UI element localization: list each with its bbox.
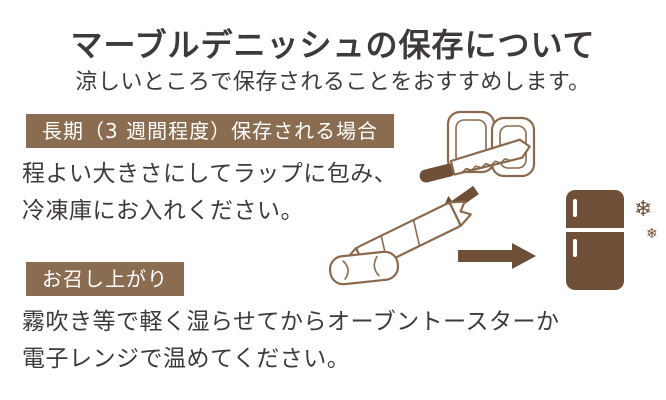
- long-term-storage-badge: 長期（3 週間程度）保存される場合: [26, 114, 395, 148]
- page-title: マーブルデニッシュの保存について: [70, 26, 596, 64]
- arrow-right-icon: [458, 243, 536, 269]
- storage-illustration: ❄ ❄: [328, 110, 658, 290]
- knife-icon: [419, 138, 531, 183]
- bread-slicing-icon: [419, 110, 536, 183]
- serving-line1: 霧吹き等で軽く湿らせてからオーブントースターか: [22, 309, 560, 335]
- snowflake-icon: ❄: [634, 197, 652, 222]
- page-subtitle: 涼しいところで保存されることをおすすめします。: [75, 70, 591, 95]
- serving-line2: 電子レンジで温めてください。: [22, 346, 351, 372]
- snowflake-icon-small: ❄: [646, 226, 658, 242]
- long-term-storage-text: 程よい大きさにしてラップに包み、 冷凍庫にお入れください。: [22, 156, 397, 230]
- serving-text: 霧吹き等で軽く湿らせてからオーブントースターか 電子レンジで温めてください。: [22, 304, 560, 378]
- long-term-storage-line2: 冷凍庫にお入れください。: [22, 198, 304, 224]
- serving-badge: お召し上がり: [26, 262, 184, 296]
- wrapped-slice-icon: [328, 250, 400, 286]
- refrigerator-icon: [566, 190, 624, 290]
- long-term-storage-line1: 程よい大きさにしてラップに包み、: [22, 161, 398, 187]
